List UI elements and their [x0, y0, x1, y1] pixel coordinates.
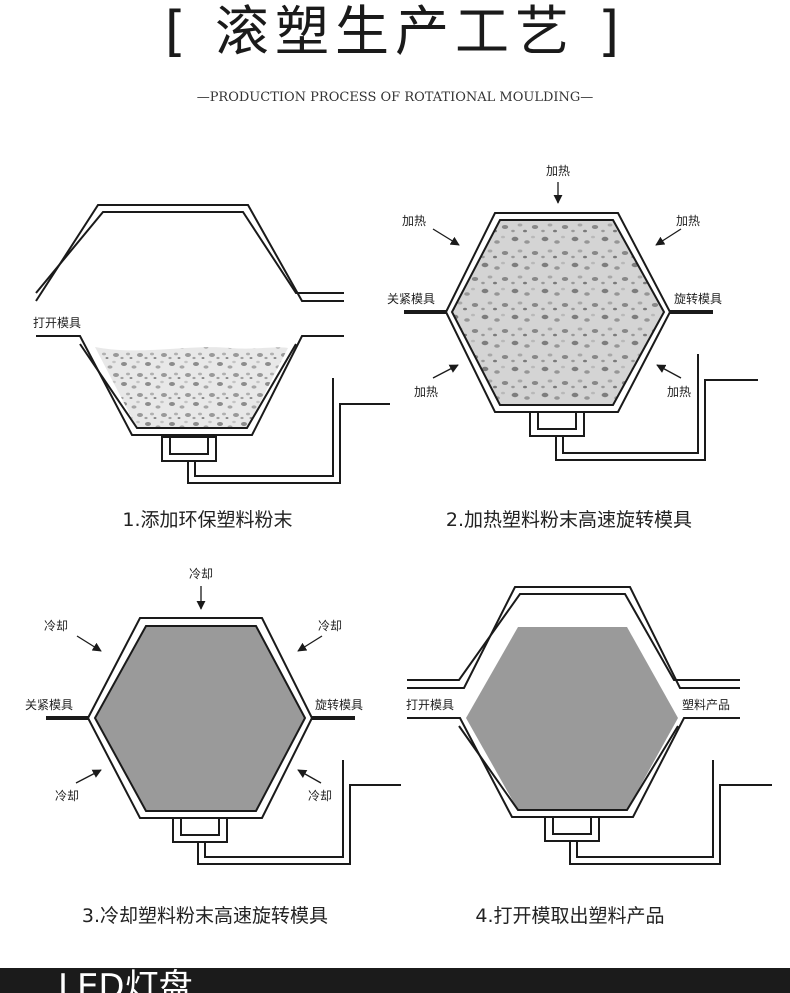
step2-shaft	[555, 379, 758, 461]
step3-label-lower-left: 冷却	[55, 789, 79, 803]
step4-label-left: 打开模具	[406, 698, 454, 712]
step1-label-open: 打开模具	[33, 316, 81, 330]
step2-diagram	[404, 182, 758, 461]
step4-diagram	[407, 586, 772, 865]
step3-label-left: 关紧模具	[25, 698, 73, 712]
step3-diagram	[46, 586, 401, 865]
step1-diagram	[35, 204, 390, 484]
step1-motor-box-inner	[169, 436, 209, 455]
footer-text: LED灯盘	[58, 968, 193, 993]
step2-arrow-upper-left	[432, 228, 460, 246]
step4-mould-top-inner	[407, 593, 740, 681]
step3-caption: 3.冷却塑料粉末高速旋转模具	[81, 905, 329, 927]
step3-motor-box-inner	[180, 817, 220, 836]
step4-product	[466, 627, 678, 810]
step1-mould-top-inner	[35, 211, 344, 294]
page-title: [ 滚塑生产工艺 ]	[164, 0, 626, 63]
step4-label-right: 塑料产品	[682, 697, 730, 712]
step1-shaft	[187, 403, 390, 484]
step3-arrow-lower-right	[297, 769, 322, 784]
step2-arrow-lower-right	[656, 364, 682, 379]
step3-label-right: 旋转模具	[315, 697, 363, 712]
step1-mould-top-outer	[35, 204, 344, 302]
step4-mould-bottom-inner	[458, 725, 679, 811]
step2-label-upper-left: 加热	[402, 214, 426, 228]
step3-label-lower-right: 冷却	[308, 789, 332, 803]
step3-label-top: 冷却	[189, 567, 213, 581]
step3-label-upper-right: 冷却	[318, 619, 342, 633]
step4-mould-top-outer	[407, 586, 740, 689]
step2-label-top: 加热	[546, 164, 570, 178]
step3-shaft	[197, 784, 401, 865]
step1-powder	[95, 347, 288, 428]
step2-label-lower-left: 加热	[414, 385, 438, 399]
step3-arrow-upper-right	[297, 635, 323, 652]
step2-shaft-inner	[562, 354, 699, 454]
page-subtitle: —PRODUCTION PROCESS OF ROTATIONAL MOULDI…	[196, 90, 594, 105]
step1-mould-bottom-outer	[36, 335, 344, 436]
step2-powder-coat	[450, 219, 666, 406]
step2-label-lower-right: 加热	[667, 385, 691, 399]
step4-motor-box-inner	[552, 816, 592, 835]
step3-arrow-upper-left	[76, 635, 102, 652]
step4-shaft-inner	[576, 760, 714, 858]
step2-label-left: 关紧模具	[387, 292, 435, 306]
step2-label-right: 旋转模具	[674, 291, 722, 306]
step2-label-upper-right: 加热	[676, 214, 700, 228]
step2-motor-box-inner	[537, 411, 577, 430]
step1-caption: 1.添加环保塑料粉末	[122, 509, 293, 531]
step3-label-upper-left: 冷却	[44, 619, 68, 633]
step2-arrow-upper-right	[655, 228, 682, 246]
step3-shaft-inner	[204, 760, 344, 858]
step1-mould-bottom-inner	[79, 343, 297, 429]
step2-caption: 2.加热塑料粉末高速旋转模具	[445, 509, 693, 531]
step2-arrow-lower-left	[432, 364, 459, 379]
step4-caption: 4.打开模取出塑料产品	[475, 905, 665, 927]
step1-shaft-inner	[194, 378, 334, 477]
step3-arrow-lower-left	[75, 769, 102, 784]
step4-shaft	[569, 784, 772, 865]
footer-banner: LED灯盘	[0, 968, 790, 993]
step3-solid-part	[93, 625, 307, 812]
